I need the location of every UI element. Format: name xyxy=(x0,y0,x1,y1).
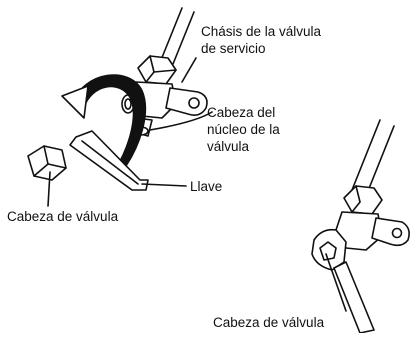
label-valve-chassis-line2: de servicio xyxy=(201,41,266,56)
nut-facet-2 xyxy=(145,71,155,83)
lower-hex-nut xyxy=(343,185,383,215)
lower-pipe-right xyxy=(365,125,395,197)
label-key: Llave xyxy=(190,179,222,194)
service-port-inner xyxy=(124,98,132,110)
valve-cap-icon xyxy=(27,145,67,181)
wrench-handle xyxy=(333,261,375,334)
leader-valve-chassis xyxy=(181,57,197,83)
nut-facet-3 xyxy=(153,69,177,73)
flange-hole xyxy=(188,97,200,109)
lower-nut-facet-2 xyxy=(351,201,361,213)
label-valve-head-bottom: Cabeza de válvula xyxy=(213,315,325,330)
wrench-icon xyxy=(311,119,410,334)
leader-key xyxy=(141,183,187,187)
lower-flange-hole xyxy=(391,227,403,239)
cap-facet-2 xyxy=(47,163,67,169)
label-core-head-line2: núcleo de la xyxy=(207,122,280,137)
label-core-head-line1: Cabeza del xyxy=(207,105,275,120)
pipe-right-edge xyxy=(172,11,195,65)
hex-key-edge xyxy=(81,140,139,185)
leader-core-head xyxy=(149,111,213,131)
cap-facet-1 xyxy=(43,145,49,165)
mounting-flange xyxy=(165,87,208,116)
lower-pipe-left xyxy=(351,119,381,191)
lower-nut-facet-1 xyxy=(355,185,361,203)
lower-valve-cap xyxy=(319,241,337,261)
label-valve-head-left: Cabeza de válvula xyxy=(7,209,119,224)
nut-facet-1 xyxy=(149,55,155,73)
leader-valve-head-left xyxy=(47,171,51,207)
leader-valve-head-bottom xyxy=(325,253,347,312)
label-core-head-line3: válvula xyxy=(207,139,250,154)
pipe-left-edge xyxy=(160,7,183,61)
cap-facet-3 xyxy=(33,163,49,177)
rotation-arrowhead xyxy=(61,85,89,119)
lower-flange xyxy=(371,217,410,247)
label-valve-chassis-line1: Chásis de la válvula xyxy=(201,24,322,39)
